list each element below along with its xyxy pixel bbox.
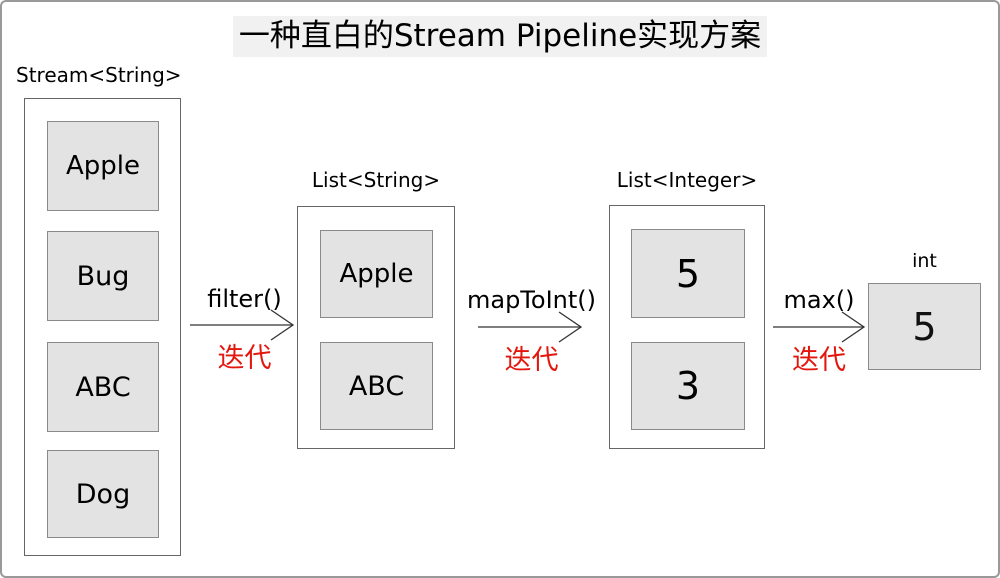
stream-item-abc: ABC	[47, 342, 159, 432]
stage-label-list-string: List<String>	[311, 168, 441, 192]
operation-label-filter: filter()	[207, 285, 282, 313]
iteration-annotation-maptoint: 迭代	[504, 345, 559, 376]
iteration-annotation-filter: 迭代	[217, 343, 272, 374]
title-row: 一种直白的Stream Pipeline实现方案	[2, 16, 998, 57]
operation-label-maptoint: mapToInt()	[466, 286, 596, 314]
list-string-item-abc: ABC	[320, 342, 433, 430]
list-integer-item-3: 3	[631, 342, 745, 430]
stream-item-dog: Dog	[47, 450, 159, 538]
stage-label-int: int	[912, 250, 937, 272]
stage-label-stream-string: Stream<String>	[16, 63, 182, 87]
stage-label-list-integer: List<Integer>	[616, 168, 758, 192]
list-integer-item-5: 5	[631, 229, 745, 318]
int-result-box: 5	[868, 283, 981, 370]
list-string-item-apple: Apple	[320, 230, 433, 318]
diagram-title: 一种直白的Stream Pipeline实现方案	[232, 16, 768, 57]
flow-arrow-max	[773, 311, 866, 343]
flow-arrow-maptoint	[478, 311, 583, 343]
flow-arrow-filter	[190, 309, 295, 341]
list-integer-container: 5 3	[609, 205, 765, 449]
operation-label-max: max()	[783, 286, 855, 314]
list-string-container: Apple ABC	[297, 206, 455, 449]
stream-item-apple: Apple	[47, 121, 159, 211]
iteration-annotation-max: 迭代	[792, 345, 846, 376]
stream-string-container: Apple Bug ABC Dog	[24, 98, 181, 556]
stream-item-bug: Bug	[47, 231, 159, 321]
